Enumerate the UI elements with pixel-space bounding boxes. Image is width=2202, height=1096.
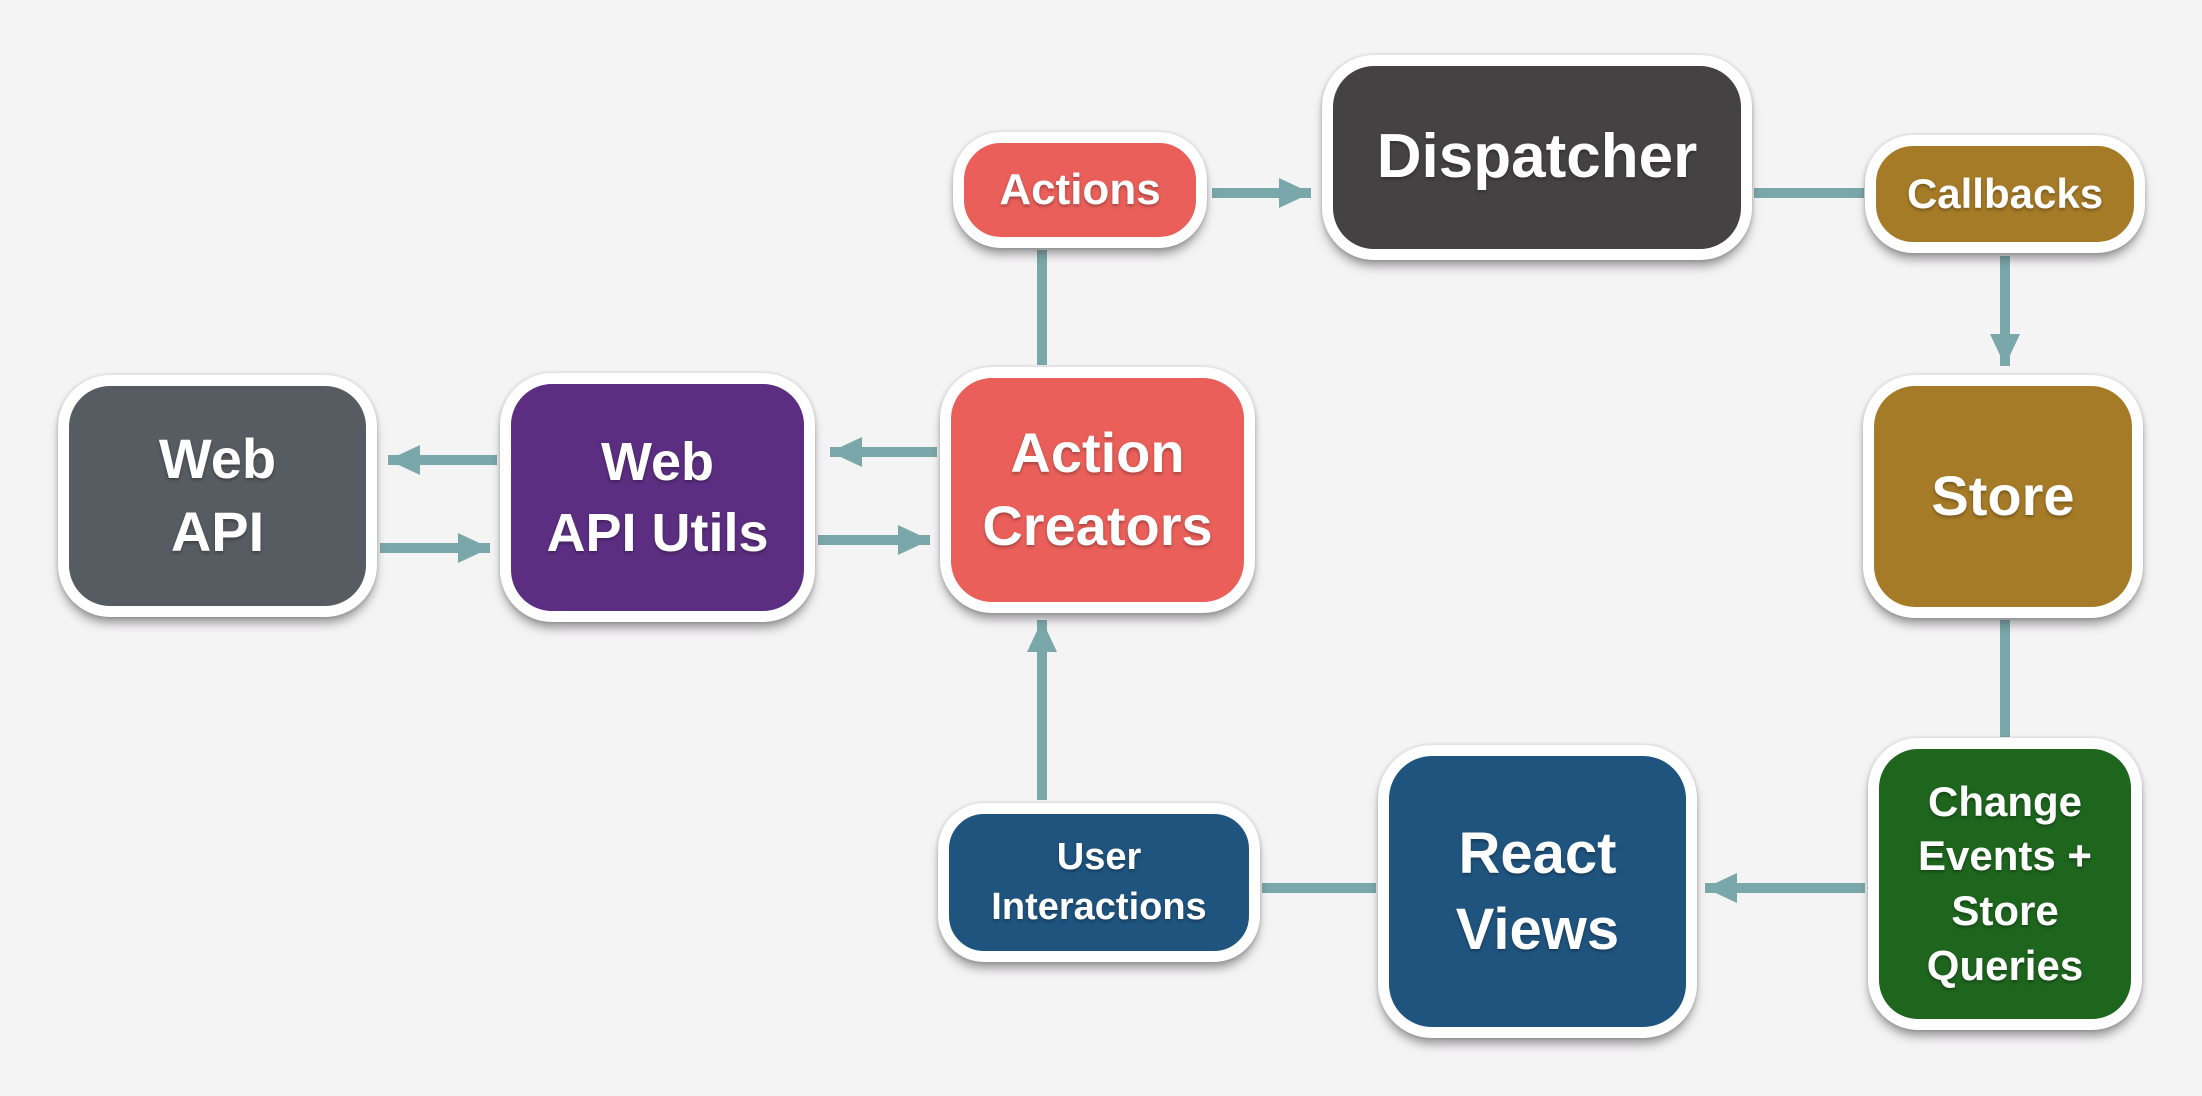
node-actions: Actions xyxy=(953,132,1207,248)
node-user-interactions: User Interactions xyxy=(938,803,1260,962)
node-user-interactions-line1: User xyxy=(1056,836,1142,879)
node-action-creators: Action Creators xyxy=(940,367,1255,613)
node-web-api: Web API xyxy=(58,375,377,617)
node-dispatcher-label: Dispatcher xyxy=(1376,122,1698,192)
node-change-events: Change Events + Store Queries xyxy=(1868,738,2142,1030)
node-action-creators-line2: Creators xyxy=(982,494,1213,557)
node-web-api-line2: API xyxy=(170,500,265,563)
node-change-events-line2: Events + xyxy=(1918,832,2092,880)
node-change-events-line4: Queries xyxy=(1926,941,2084,989)
node-store: Store xyxy=(1863,375,2143,618)
node-web-api-line1: Web xyxy=(158,427,277,491)
node-actions-label: Actions xyxy=(999,165,1161,215)
node-callbacks-label: Callbacks xyxy=(1906,169,2104,217)
node-change-events-line1: Change xyxy=(1927,777,2082,825)
node-web-api-utils-line2: API Utils xyxy=(546,502,769,563)
node-user-interactions-line2: Interactions xyxy=(991,885,1207,928)
node-react-views-line2: Views xyxy=(1455,896,1620,962)
node-action-creators-line1: Action xyxy=(1010,421,1185,485)
node-store-label: Store xyxy=(1931,464,2075,528)
node-callbacks: Callbacks xyxy=(1865,135,2145,253)
node-dispatcher: Dispatcher xyxy=(1322,55,1752,260)
node-react-views-line1: React xyxy=(1458,821,1617,887)
node-change-events-line3: Store xyxy=(1951,887,2059,934)
node-react-views: React Views xyxy=(1378,745,1697,1038)
node-web-api-utils: Web API Utils xyxy=(500,373,815,622)
node-web-api-utils-line1: Web xyxy=(600,432,714,493)
